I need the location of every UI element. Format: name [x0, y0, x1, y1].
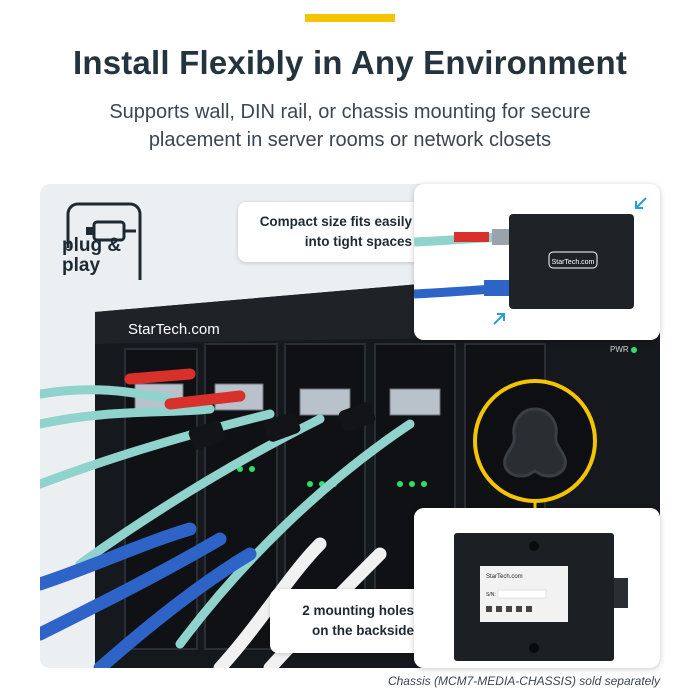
callout-holes-line-1: 2 mounting holes [302, 603, 414, 618]
chassis-brand-text: StarTech.com [128, 321, 220, 338]
inset-compact-device: StarTech.com [414, 184, 660, 340]
compact-device-illustration: StarTech.com [414, 184, 660, 340]
label-serial: S/N: [486, 592, 496, 598]
badge-line-2: play [62, 255, 101, 276]
pwr-label: PWR [610, 345, 629, 354]
inset-device-brand: StarTech.com [552, 259, 595, 266]
callout-mounting-holes: 2 mounting holes on the backside [270, 589, 428, 653]
label-brand: StarTech.com [486, 574, 523, 580]
resize-arrow-icon [493, 197, 647, 325]
page-subtitle: Supports wall, DIN rail, or chassis moun… [80, 98, 620, 154]
callout-compact-line-2: into tight spaces [304, 234, 412, 249]
caption: Chassis (MCM7-MEDIA-CHASSIS) sold separa… [387, 674, 660, 688]
subtitle-line-1: Supports wall, DIN rail, or chassis moun… [109, 101, 591, 123]
badge-line-1: plug & [62, 235, 122, 256]
accent-bar [305, 14, 395, 22]
inset-device-backside: StarTech.com S/N: [414, 508, 660, 668]
callout-holes-line-2: on the backside [311, 623, 414, 638]
device-back-illustration: StarTech.com S/N: [414, 508, 660, 668]
plug-icon [66, 202, 142, 280]
callout-compact-size: Compact size fits easily into tight spac… [238, 202, 426, 262]
callout-compact-line-1: Compact size fits easily [259, 214, 412, 229]
subtitle-line-2: placement in server rooms or network clo… [148, 129, 552, 151]
page-title: Install Flexibly in Any Environment [72, 44, 628, 81]
